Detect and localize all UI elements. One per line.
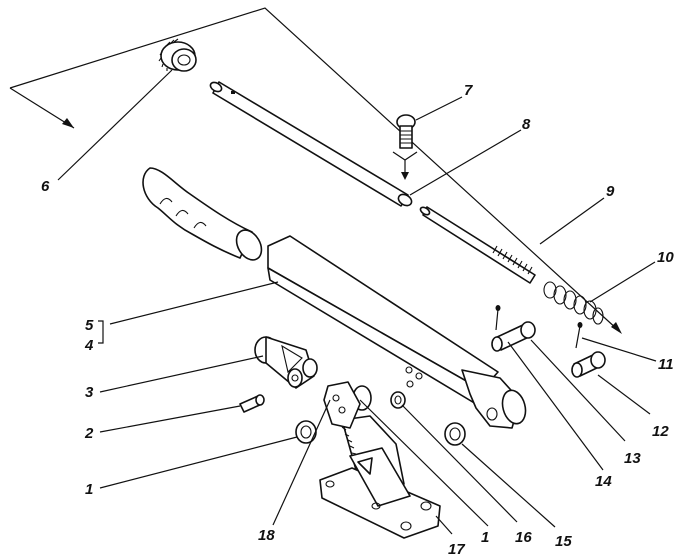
label-7: 7 [464, 82, 473, 99]
callout-labels: 6 7 8 9 10 11 12 13 14 15 16 1 17 18 1 2… [41, 82, 674, 558]
part-1-bushing-left [295, 420, 317, 444]
part-6-knob [158, 38, 197, 72]
part-9-threaded-rod [419, 206, 536, 284]
label-11: 11 [658, 356, 674, 373]
part-12-pin [571, 351, 606, 378]
part-2-pin [239, 394, 265, 413]
part-10-spring [543, 281, 604, 325]
part-1-bushing-right [390, 391, 406, 409]
label-1-right: 1 [481, 529, 489, 546]
part-14-pin [491, 321, 536, 352]
part-7-screw [392, 114, 418, 180]
label-5: 5 [85, 317, 94, 334]
label-3: 3 [85, 384, 94, 401]
label-12: 12 [652, 423, 669, 440]
assembly-indicator-line [9, 7, 622, 334]
part-17-base-bracket [319, 447, 441, 539]
part-8-rod [209, 81, 413, 207]
label-13: 13 [624, 450, 641, 467]
part-15-washer [444, 422, 466, 446]
label-14: 14 [595, 473, 612, 490]
label-1-left: 1 [85, 481, 93, 498]
label-9: 9 [606, 183, 615, 200]
part-3-clevis [254, 336, 318, 389]
label-10: 10 [657, 249, 674, 266]
label-16: 16 [515, 529, 532, 546]
part-11-cotter-pin [575, 322, 583, 349]
part-5-lever [142, 167, 527, 429]
label-4: 4 [84, 337, 94, 354]
label-6: 6 [41, 178, 50, 195]
part-18-side-plate [323, 381, 361, 429]
label-8: 8 [522, 116, 531, 133]
leader-lines [57, 69, 657, 535]
label-2: 2 [84, 425, 94, 442]
part-13-cotter-pin [495, 305, 501, 331]
label-17: 17 [448, 541, 465, 558]
label-18: 18 [258, 527, 275, 544]
label-15: 15 [555, 533, 572, 550]
